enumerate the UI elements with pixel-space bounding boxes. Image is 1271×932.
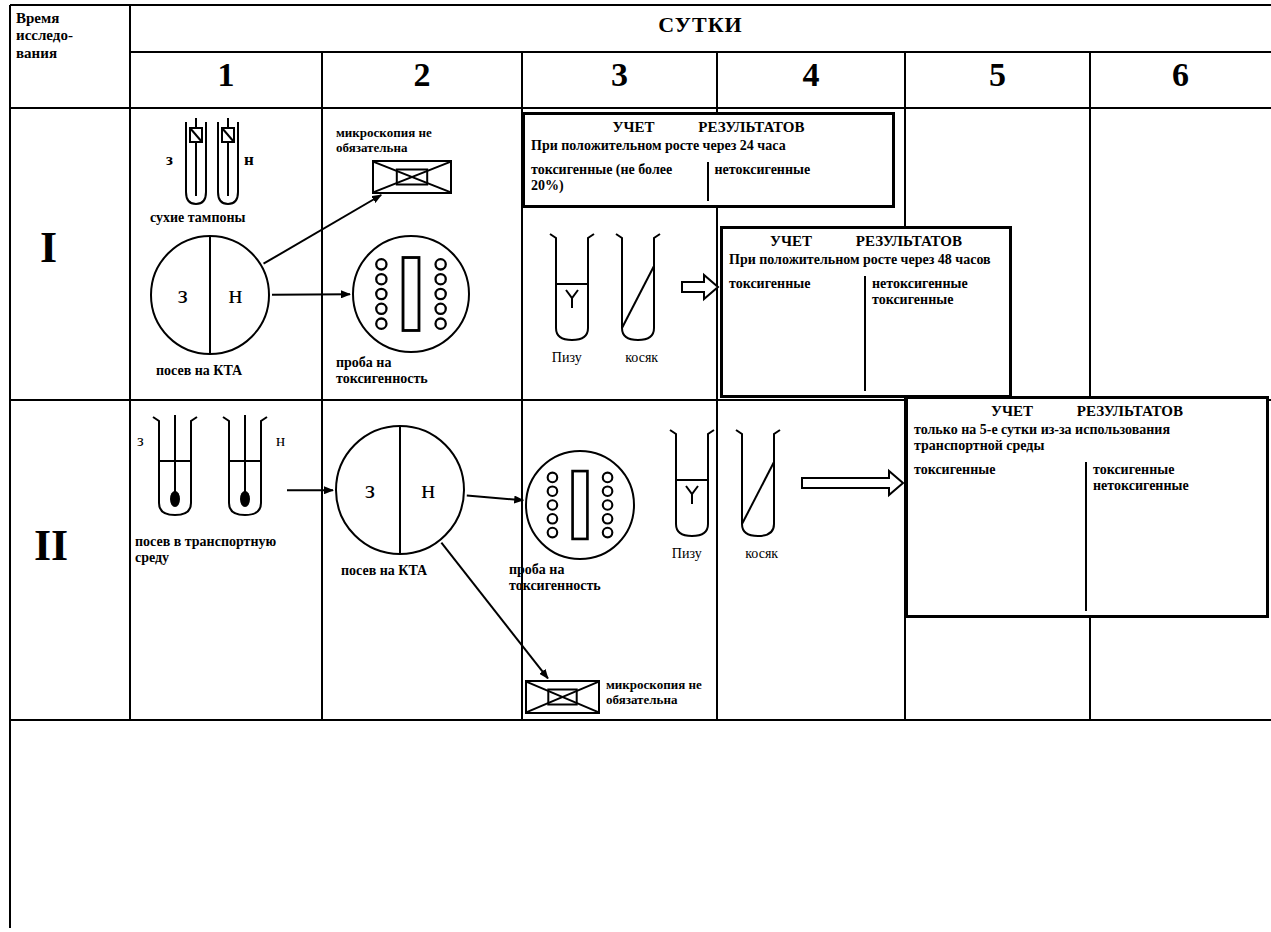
node-result: УЧЕТ РЕЗУЛЬТАТОВ При положительном росте … bbox=[720, 226, 1012, 398]
transport-tubes bbox=[135, 415, 285, 520]
tube-label: косяк bbox=[745, 546, 778, 562]
node-tox: проба на токсигенность bbox=[525, 450, 635, 560]
node-result: УЧЕТ РЕЗУЛЬТАТОВ При положительном росте … bbox=[522, 112, 895, 208]
tube-label: н bbox=[244, 150, 254, 170]
result-columns: токсигенныетоксигенные нетоксигенные bbox=[914, 462, 1260, 611]
day-number: 1 bbox=[130, 56, 322, 94]
day-number: 5 bbox=[905, 56, 1090, 94]
note: микроскопия не обязательна bbox=[336, 126, 496, 156]
arrow bbox=[287, 489, 333, 491]
toxigenicity-strip bbox=[354, 237, 468, 351]
node-micro: микроскопия не обязательна bbox=[372, 160, 452, 194]
day-number: 6 bbox=[1090, 56, 1271, 94]
tube-label: з bbox=[137, 431, 144, 451]
dry-swab-tubes bbox=[186, 118, 238, 204]
node-tubes: Пизу косяк bbox=[650, 428, 800, 562]
result-condition: При положительном росте через 24 часа bbox=[531, 138, 886, 154]
node-tox: проба на токсигенность bbox=[352, 235, 470, 353]
culture-tubes bbox=[530, 232, 680, 344]
plate-divider bbox=[209, 237, 211, 353]
day-number: 3 bbox=[522, 56, 717, 94]
node-transport: з н посев в транспортную среду bbox=[135, 415, 285, 566]
row-number: I bbox=[40, 222, 57, 273]
node-plate: знпосев на КТА bbox=[150, 235, 270, 355]
toxigenicity-strip bbox=[527, 452, 633, 558]
caption: посев на КТА bbox=[156, 363, 242, 379]
result-columns: токсигенные (не более 20%)нетоксигенные bbox=[531, 162, 886, 201]
node-tubes: Пизу косяк bbox=[530, 232, 680, 366]
node-result: УЧЕТ РЕЗУЛЬТАТОВ только на 5-е сутки из-з… bbox=[905, 396, 1269, 618]
result-title: УЧЕТ РЕЗУЛЬТАТОВ bbox=[914, 403, 1260, 420]
tube-labels: Пизу косяк bbox=[530, 350, 680, 366]
crossed-slide bbox=[527, 682, 598, 712]
arrow bbox=[264, 195, 382, 264]
day-number: 2 bbox=[322, 56, 522, 94]
result-cell: нетоксигенные токсигенные bbox=[864, 276, 1003, 391]
caption: проба на токсигенность bbox=[336, 355, 456, 387]
result-cell: токсигенные нетоксигенные bbox=[1085, 462, 1260, 611]
tube-label: з bbox=[166, 150, 173, 170]
node-micro: микроскопия не обязательна bbox=[525, 680, 600, 714]
plate-label: з bbox=[365, 475, 375, 505]
header-cell: Время исследо- вания bbox=[16, 10, 94, 62]
plate-label: з bbox=[178, 280, 188, 310]
plate-label: н bbox=[229, 280, 243, 310]
result-title: УЧЕТ РЕЗУЛЬТАТОВ bbox=[729, 233, 1003, 250]
tube-label: Пизу bbox=[552, 350, 582, 366]
tube-label: Пизу bbox=[672, 546, 702, 562]
result-cell: токсигенные bbox=[914, 462, 1085, 611]
block-arrow bbox=[682, 275, 718, 299]
result-title: УЧЕТ РЕЗУЛЬТАТОВ bbox=[531, 119, 886, 136]
result-condition: При положительном росте через 48 часов bbox=[729, 252, 1003, 268]
plate-divider bbox=[399, 427, 401, 553]
result-cell: токсигенные bbox=[729, 276, 864, 391]
result-condition: только на 5-е сутки из-за использования … bbox=[914, 422, 1260, 454]
block-arrow bbox=[802, 471, 903, 495]
day-number: 4 bbox=[717, 56, 905, 94]
tube-label: косяк bbox=[625, 350, 658, 366]
culture-tubes bbox=[650, 428, 800, 540]
arrow bbox=[467, 496, 523, 501]
plate-label: н bbox=[421, 475, 435, 505]
arrow bbox=[272, 293, 350, 295]
result-columns: токсигенныенетоксигенные токсигенные bbox=[729, 276, 1003, 391]
node-plate: знпосев на КТА bbox=[335, 425, 465, 555]
caption: проба на токсигенность bbox=[509, 562, 629, 594]
result-cell: нетоксигенные bbox=[707, 162, 887, 201]
caption: сухие тампоны bbox=[150, 210, 245, 226]
tube-label: н bbox=[276, 431, 285, 451]
tube-labels: Пизу косяк bbox=[650, 546, 800, 562]
result-cell: токсигенные (не более 20%) bbox=[531, 162, 707, 201]
header-title: СУТКИ bbox=[130, 12, 1271, 38]
caption: посев в транспортную среду bbox=[135, 534, 285, 566]
row-number: II bbox=[34, 520, 68, 571]
caption: посев на КТА bbox=[341, 563, 427, 579]
crossed-slide bbox=[374, 162, 450, 192]
note: микроскопия не обязательна bbox=[606, 678, 726, 708]
